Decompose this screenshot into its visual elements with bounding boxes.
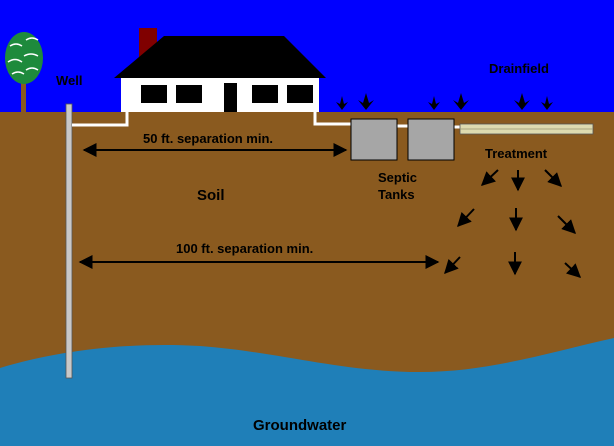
well-pipe (65, 103, 73, 379)
house-window (252, 85, 278, 103)
treatment-arrow (457, 208, 475, 228)
separation-50-label: 50 ft. separation min. (143, 131, 273, 146)
tree-trunk (21, 78, 26, 112)
septic-tanks-label-line2: Tanks (378, 187, 415, 202)
tree-canopy (5, 32, 43, 84)
house-roof (114, 36, 326, 78)
treatment-arrows (444, 169, 582, 278)
plants (336, 93, 553, 110)
groundwater-layer (0, 338, 614, 446)
treatment-arrow (444, 256, 461, 275)
house-window (287, 85, 313, 103)
treatment-arrow (480, 169, 499, 186)
house-window (176, 85, 202, 103)
septic-tanks-label-line1: Septic (378, 170, 417, 185)
house-window (141, 85, 167, 103)
water-supply-pipe (72, 112, 129, 127)
sewer-pipe (313, 112, 351, 126)
treatment-arrow (544, 169, 562, 187)
treatment-label: Treatment (485, 146, 548, 161)
septic-tank-1 (350, 118, 398, 161)
house-door (224, 83, 237, 112)
drainfield-label: Drainfield (489, 61, 549, 76)
septic-tank-2 (407, 118, 455, 161)
separation-100-label: 100 ft. separation min. (176, 241, 313, 256)
well-label: Well (56, 73, 83, 88)
treatment-arrow (564, 262, 582, 278)
soil-label: Soil (197, 187, 225, 204)
groundwater-label: Groundwater (253, 417, 347, 434)
tree (5, 32, 43, 112)
treatment-arrow (557, 215, 576, 234)
